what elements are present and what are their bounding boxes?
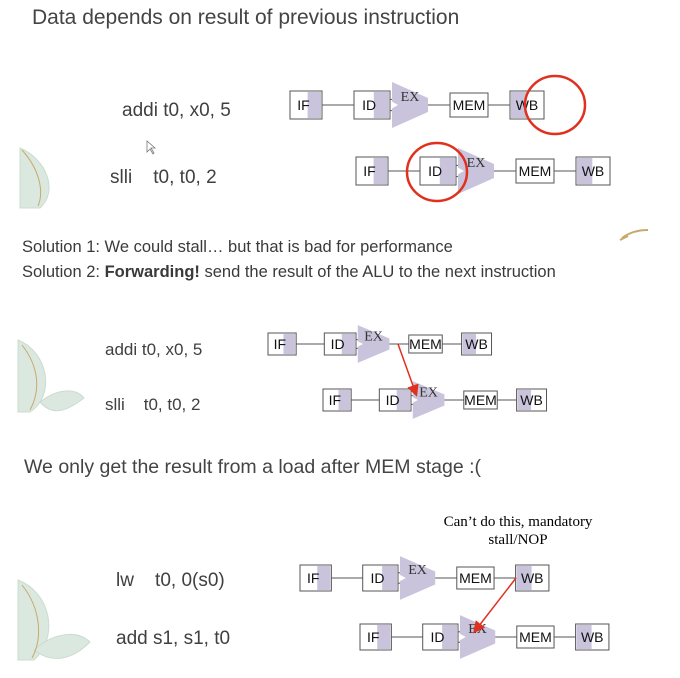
stage-id: ID xyxy=(422,623,459,651)
stage-if-label: IF xyxy=(367,629,379,645)
solution-2-text: Solution 2: Forwarding! send the result … xyxy=(22,263,556,282)
stage-ex: EX xyxy=(458,148,494,194)
stage-mem-label: MEM xyxy=(409,336,442,352)
forwarding-emphasis: Forwarding! xyxy=(104,263,200,281)
stage-id: ID xyxy=(353,90,391,120)
stall-note-line2: stall/NOP xyxy=(488,532,548,548)
stage-if: IF xyxy=(359,623,392,651)
stage-wb: WB xyxy=(516,388,548,412)
stage-id-label: ID xyxy=(386,392,400,408)
stall-arrow xyxy=(473,577,517,634)
stage-mem: MEM xyxy=(408,334,443,354)
stage-wb-label: WB xyxy=(582,163,605,179)
stage-wb: WB xyxy=(575,623,610,651)
stage-ex-label: EX xyxy=(364,330,383,345)
stage-if: IF xyxy=(322,388,352,412)
stage-mem: MEM xyxy=(516,625,555,649)
id-highlight-circle xyxy=(405,141,469,203)
stage-ex-label: EX xyxy=(401,90,420,105)
load-note: We only get the result from a load after… xyxy=(24,456,482,478)
stage-wb: WB xyxy=(575,156,611,186)
stage-wb: WB xyxy=(515,564,550,592)
instruction-slli-1: slli t0, t0, 2 xyxy=(110,167,217,188)
stage-mem-label: MEM xyxy=(459,570,492,586)
slide-heading: Data depends on result of previous instr… xyxy=(32,6,460,29)
stage-if-label: IF xyxy=(363,163,375,179)
stage-if: IF xyxy=(299,564,332,592)
stage-wb-label: WB xyxy=(521,570,544,586)
leaf-decoration-icon xyxy=(19,147,50,209)
stage-if-label: IF xyxy=(329,392,341,408)
stage-ex: EX xyxy=(357,325,390,363)
stage-ex: EX xyxy=(392,82,428,128)
stage-if: IF xyxy=(355,156,389,186)
stage-wb-label: WB xyxy=(520,392,543,408)
solution-1-text: Solution 1: We could stall… but that is … xyxy=(22,238,453,256)
stage-ex: EX xyxy=(459,615,496,659)
stage-mem-label: MEM xyxy=(453,97,486,113)
stage-mem: MEM xyxy=(449,92,489,118)
stage-id: ID xyxy=(323,332,357,356)
stage-id: ID xyxy=(419,156,457,186)
stall-note: Can’t do this, mandatory stall/NOP xyxy=(418,513,618,549)
instruction-addi-1: addi t0, x0, 5 xyxy=(122,100,231,121)
stage-id-label: ID xyxy=(362,97,376,113)
instruction-addi-2: addi t0, x0, 5 xyxy=(105,340,203,359)
cursor-pointer-icon xyxy=(146,140,157,155)
stage-id-label: ID xyxy=(428,163,442,179)
stage-wb-label: WB xyxy=(516,97,539,113)
stage-wb-label: WB xyxy=(465,336,488,352)
instruction-lw: lw t0, 0(s0) xyxy=(116,570,225,591)
stage-mem-label: MEM xyxy=(519,629,552,645)
instruction-slli-2: slli t0, t0, 2 xyxy=(105,395,201,414)
stage-mem-label: MEM xyxy=(464,392,497,408)
stage-id-label: ID xyxy=(371,570,385,586)
stage-mem: MEM xyxy=(463,390,498,410)
solution-2-suffix: send the result of the ALU to the next i… xyxy=(199,263,556,281)
stage-id: ID xyxy=(378,388,412,412)
stage-ex-label: EX xyxy=(408,563,427,578)
stage-ex-label: EX xyxy=(419,386,438,401)
stage-id-label: ID xyxy=(331,336,345,352)
stage-ex: EX xyxy=(399,556,436,600)
stage-wb: WB xyxy=(461,332,493,356)
leaf-decoration-icon xyxy=(17,339,85,413)
stage-mem-label: MEM xyxy=(519,163,552,179)
stage-if: IF xyxy=(289,90,323,120)
solution-2-prefix: Solution 2: xyxy=(22,263,105,281)
stage-id: ID xyxy=(362,564,399,592)
leaf-sprig-icon xyxy=(619,229,649,241)
stage-if-label: IF xyxy=(297,97,309,113)
stage-if: IF xyxy=(267,332,297,356)
stage-if-label: IF xyxy=(307,570,319,586)
stall-note-line1: Can’t do this, mandatory xyxy=(443,514,593,530)
leaf-decoration-icon xyxy=(17,579,91,661)
stage-id-label: ID xyxy=(431,629,445,645)
forwarding-arrow xyxy=(397,343,419,397)
instruction-add: add s1, s1, t0 xyxy=(116,628,231,649)
stage-if-label: IF xyxy=(274,336,286,352)
wb-highlight-circle xyxy=(523,74,587,136)
stage-ex: EX xyxy=(412,381,445,419)
stage-ex-label: EX xyxy=(468,622,487,637)
stage-mem: MEM xyxy=(515,158,555,184)
stage-mem: MEM xyxy=(456,566,495,590)
stage-ex-label: EX xyxy=(467,156,486,171)
stage-wb-label: WB xyxy=(581,629,604,645)
